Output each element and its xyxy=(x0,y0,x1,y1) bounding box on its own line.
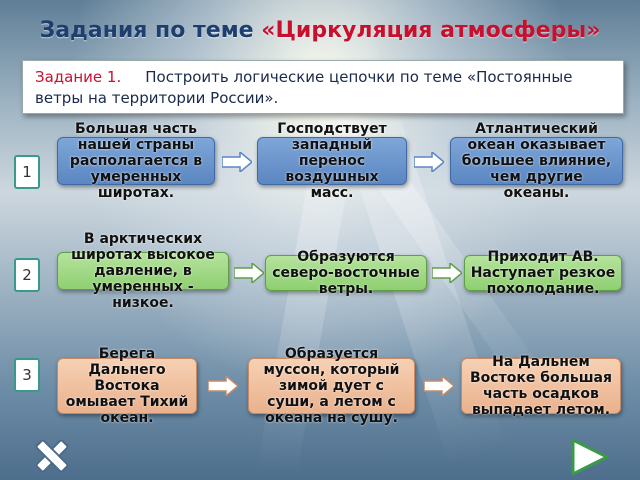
row1-box2-text: Господствует западный перенос воздушных … xyxy=(277,121,387,201)
row-number-2: 2 xyxy=(14,258,40,292)
page-title: Задания по теме «Циркуляция атмосферы» xyxy=(0,18,640,43)
row3-box2: Образуется муссон, который зимой дует с … xyxy=(248,346,415,426)
row3-box1-text: Берега Дальнего Востока омывает Тихий ок… xyxy=(65,346,189,426)
row1-box1: Большая часть нашей страны располагается… xyxy=(57,121,215,201)
close-icon[interactable] xyxy=(32,436,72,476)
row2-box3: Приходит АВ. Наступает резкое похолодани… xyxy=(464,249,622,297)
row3-box3-text: На Дальнем Востоке большая часть осадков… xyxy=(470,354,612,418)
row2-box1-text: В арктических широтах высокое давление, … xyxy=(71,231,215,311)
row1-box1-text: Большая часть нашей страны располагается… xyxy=(69,121,203,201)
row3-box2-text: Образуется муссон, который зимой дует с … xyxy=(263,346,400,426)
row-number-1: 1 xyxy=(14,155,40,189)
row2-box2: Образуются северо-восточные ветры. xyxy=(265,249,427,297)
row-number-3: 3 xyxy=(14,358,40,392)
arrow-right-icon xyxy=(208,376,238,396)
arrow-right-icon xyxy=(234,263,264,283)
title-prefix: Задания по теме xyxy=(39,18,254,43)
row2-box1: В арктических широтах высокое давление, … xyxy=(57,231,229,311)
row1-box2: Господствует западный перенос воздушных … xyxy=(257,121,407,201)
title-highlight: «Циркуляция атмосферы» xyxy=(261,18,601,43)
task-text: Построить логические цепочки по теме «По… xyxy=(35,68,573,107)
arrow-right-icon xyxy=(424,376,454,396)
row2-box3-text: Приходит АВ. Наступает резкое похолодани… xyxy=(470,249,616,297)
row3-box3: На Дальнем Востоке большая часть осадков… xyxy=(461,354,621,418)
next-arrow-icon[interactable] xyxy=(570,438,610,476)
arrow-right-icon xyxy=(222,152,252,172)
task-box: Задание 1.Построить логические цепочки п… xyxy=(22,60,624,114)
task-label: Задание 1. xyxy=(35,68,122,86)
row3-box1: Берега Дальнего Востока омывает Тихий ок… xyxy=(57,346,197,426)
arrow-right-icon xyxy=(432,263,462,283)
row2-box2-text: Образуются северо-восточные ветры. xyxy=(272,249,420,297)
row1-box3: Атлантический океан оказывает большее вл… xyxy=(450,121,623,201)
row1-box3-text: Атлантический океан оказывает большее вл… xyxy=(461,121,612,201)
arrow-right-icon xyxy=(414,152,444,172)
